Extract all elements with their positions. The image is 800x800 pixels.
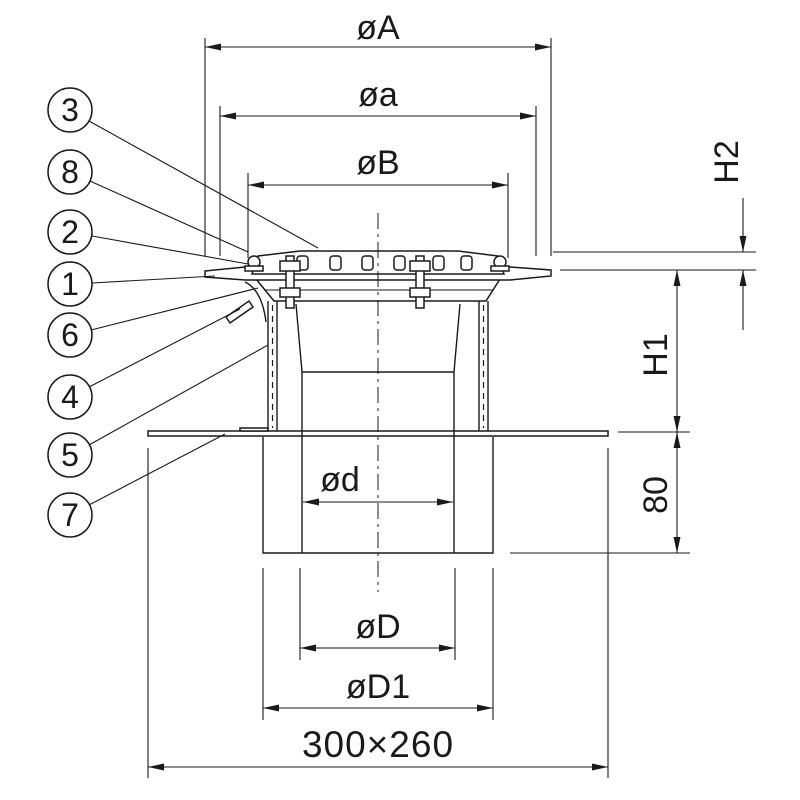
callout-circle <box>47 149 93 195</box>
callout-number: 6 <box>61 317 79 353</box>
dimension-label-flange: 300×260 <box>302 724 454 765</box>
screw-washer <box>244 265 264 272</box>
dimension-H1: H1 <box>618 270 690 433</box>
dimension-label-oa: øa <box>358 76 398 114</box>
callout-circle <box>47 209 93 255</box>
dimension-od: ød <box>303 461 453 506</box>
screw-washer <box>490 265 510 272</box>
dimension-label-H2: H2 <box>708 140 746 183</box>
dimension-80: 80 <box>510 432 690 554</box>
screw-left <box>244 255 264 272</box>
leader-line <box>91 235 249 265</box>
bolt-shaft <box>415 255 425 309</box>
leader-line <box>88 120 319 249</box>
dimension-label-80: 80 <box>637 476 675 514</box>
bolt-right <box>409 255 431 309</box>
funnel-right <box>453 303 461 553</box>
callout-1: 1 <box>47 261 216 307</box>
dimension-label-od: ød <box>320 461 360 499</box>
dimension-label-oB: øB <box>356 144 399 182</box>
leader-line <box>89 180 249 253</box>
callout-number: 2 <box>61 214 79 250</box>
grate-slot <box>432 255 445 271</box>
grate-slot <box>460 255 473 271</box>
screw-right <box>490 255 510 272</box>
callout-number: 4 <box>61 379 79 415</box>
callout-number: 7 <box>61 497 79 533</box>
bolt-shaft <box>285 255 295 309</box>
callout-2: 2 <box>47 209 249 265</box>
callout-number: 8 <box>61 154 79 190</box>
bolt-nut-top <box>279 260 301 272</box>
callout-6: 6 <box>47 287 259 358</box>
callout-4: 4 <box>47 308 241 420</box>
callout-number: 1 <box>61 266 79 302</box>
bolt-nut-bottom <box>409 287 431 298</box>
bolt-left <box>279 255 301 309</box>
callout-circle <box>47 374 93 420</box>
dimension-label-H1: H1 <box>637 333 675 376</box>
callout-8: 8 <box>47 149 249 253</box>
dimension-label-oD: øD <box>355 608 400 646</box>
dimension-flange: 300×260 <box>147 448 609 778</box>
leader-line <box>88 344 269 446</box>
dimension-label-oA: øA <box>356 9 400 47</box>
dimension-label-oD1: øD1 <box>346 668 410 706</box>
callout-circle <box>47 492 93 538</box>
leader-line <box>88 308 241 388</box>
leader-line <box>90 287 259 331</box>
callout-circle <box>47 261 93 307</box>
callout-5: 5 <box>47 344 269 478</box>
grate-slot <box>361 255 374 271</box>
dimension-oB: øB <box>247 144 509 258</box>
leader-line <box>88 433 226 506</box>
grate-slot <box>329 255 342 271</box>
bolt-nut-top <box>409 260 431 272</box>
membrane-edge <box>244 281 267 323</box>
funnel-left <box>295 303 303 553</box>
dimension-oA: øA <box>204 9 552 256</box>
leader-line <box>91 275 216 284</box>
bolt-nut-bottom <box>279 287 301 298</box>
callout-circle <box>47 432 93 478</box>
grate-slot <box>393 255 406 271</box>
callout-7: 7 <box>47 433 226 538</box>
callout-number: 3 <box>61 92 79 128</box>
dimension-oD1: øD1 <box>262 568 494 720</box>
dimension-oD: øD <box>299 568 456 660</box>
flange-weld <box>239 427 269 432</box>
callout-circle <box>47 87 93 133</box>
dimension-H2: H2 <box>553 140 756 330</box>
dimension-oa: øa <box>219 76 537 256</box>
membrane-tab <box>224 299 255 325</box>
callout-circle <box>47 312 93 358</box>
callout-3: 3 <box>47 87 319 249</box>
callout-number: 5 <box>61 437 79 473</box>
